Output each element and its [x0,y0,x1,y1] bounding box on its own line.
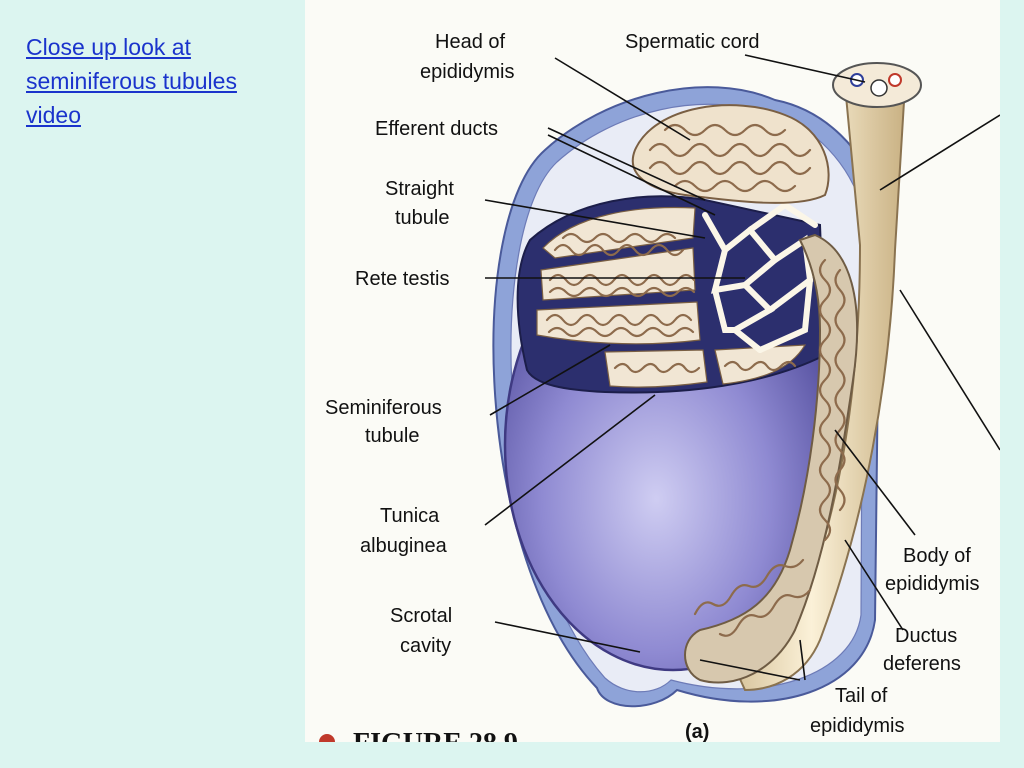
leader-lines [484,54,1000,681]
lobule-4 [604,349,708,388]
spermatic-cord-cross-section [832,62,922,108]
head-of-epididymis [632,104,830,204]
link-line-1[interactable]: Close up look at [26,34,191,60]
link-line-2[interactable]: seminiferous tubules [26,68,237,94]
link-line-3[interactable]: video [26,102,81,128]
caption-bullet [319,734,335,742]
epididymis-body-coils [693,258,846,637]
label-ductus-deferens-1: Ductus [895,625,957,647]
seminiferous-tubule-coils [545,232,797,374]
label-seminiferous-tubule-2: tubule [365,425,420,447]
panel-letter: (a) [685,721,709,742]
label-ductus-deferens-2: deferens [883,653,961,675]
testis-diagram: Head of epididymis Spermatic cord Effere… [305,0,1000,742]
testis-anatomy-figure: Head of epididymis Spermatic cord Effere… [305,0,1000,742]
label-tunica-albuginea-2: albuginea [360,535,448,557]
body-and-tail-of-epididymis [684,233,859,684]
lobule-1 [542,206,696,259]
label-efferent-ducts: Efferent ducts [375,118,498,140]
label-seminiferous-tubule-1: Seminiferous [325,397,442,419]
figure-caption: FIGURE 28.9 [353,728,518,742]
epididymis-head-coils [648,123,812,193]
label-head-of-epididymis-2: epididymis [420,61,514,83]
label-tunica-albuginea-1: Tunica [380,505,440,527]
lobule-5 [714,344,807,385]
label-straight-tubule-2: tubule [395,207,450,229]
label-head-of-epididymis-1: Head of [435,31,505,53]
lobule-3 [536,301,701,345]
label-tail-of-epididymis-2: epididymis [810,715,904,737]
label-body-of-epididymis-2: epididymis [885,573,979,595]
label-rete-testis: Rete testis [355,268,449,290]
seminiferous-tubules-video-link[interactable]: Close up look at seminiferous tubules vi… [26,30,296,132]
ductus-deferens [733,84,907,692]
label-body-of-epididymis-1: Body of [903,545,971,567]
label-scrotal-cavity-1: Scrotal [390,605,452,627]
label-spermatic-cord: Spermatic cord [625,31,760,53]
label-scrotal-cavity-2: cavity [400,635,451,657]
label-tail-of-epididymis-1: Tail of [835,685,888,707]
label-straight-tubule-1: Straight [385,178,454,200]
